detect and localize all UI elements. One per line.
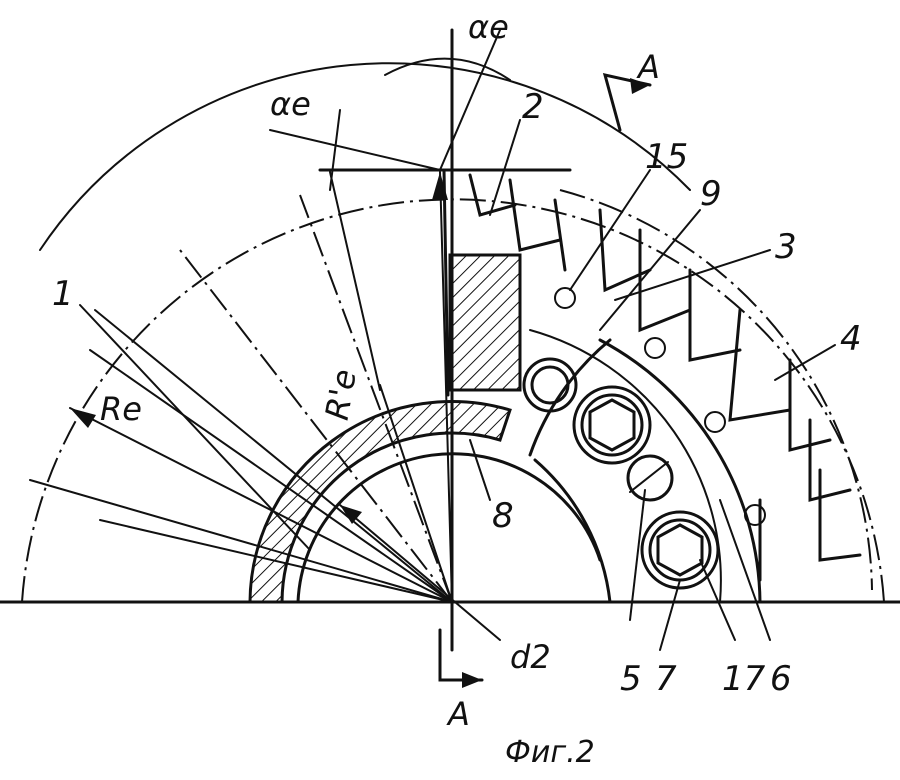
re-arrow (69, 407, 453, 603)
alpha-e-top-label: αe (468, 8, 509, 46)
leader-lines (79, 119, 836, 651)
callout-15: 15 (645, 137, 688, 177)
d2-arrowhead (340, 505, 362, 524)
callout-2: 2 (522, 87, 544, 127)
radial-line (29, 479, 453, 603)
bolt-small (522, 357, 578, 413)
re-prime-label: R'e (318, 366, 364, 423)
figure-caption: Фиг.2 (505, 735, 595, 770)
alpha-e-left-label: αe (270, 85, 311, 123)
d2-label: d2 (510, 638, 551, 676)
outer-arc (39, 62, 691, 251)
apex-tangent (439, 29, 501, 171)
hub-ring (248, 399, 512, 604)
bolt-large (572, 385, 652, 465)
radial-line (299, 194, 453, 603)
radial-line (94, 309, 453, 603)
re-arrowhead (70, 408, 96, 428)
d2-leader (339, 504, 501, 641)
callout-9: 9 (700, 174, 722, 214)
section-arrow-bottom (438, 628, 484, 688)
small-holes (554, 287, 766, 526)
callout-8: 8 (492, 496, 514, 536)
re-label: Re (100, 390, 142, 428)
callout-3: 3 (775, 227, 797, 267)
block-edge (442, 168, 450, 397)
blades (468, 173, 862, 582)
re-prime-arrow (439, 171, 453, 603)
apex-left (269, 129, 441, 171)
callout-4: 4 (840, 319, 862, 359)
flange-outer-arc (598, 338, 762, 604)
callout-5: 5 (620, 659, 642, 699)
hub-bore (296, 452, 602, 604)
flange-arc (528, 338, 612, 457)
section-letter-bottom: A (446, 695, 470, 733)
angle-arc-top (384, 57, 511, 81)
outer-dash-arc (559, 189, 873, 591)
callout-1: 1 (52, 274, 74, 314)
callout-6: 6 (770, 659, 792, 699)
pitch-arc (21, 198, 885, 603)
pin-hole (626, 454, 674, 502)
hatched-block (448, 253, 522, 392)
section-letter-top: A (636, 48, 660, 86)
radial-line (89, 349, 453, 603)
callout-17: 17 (722, 659, 766, 699)
section-arrow-top (602, 72, 652, 132)
re-prime-line (329, 171, 381, 391)
angle-arc-left (329, 109, 341, 191)
callout-7: 7 (655, 659, 677, 699)
inner-ring (533, 458, 612, 604)
radial-line (179, 249, 453, 603)
